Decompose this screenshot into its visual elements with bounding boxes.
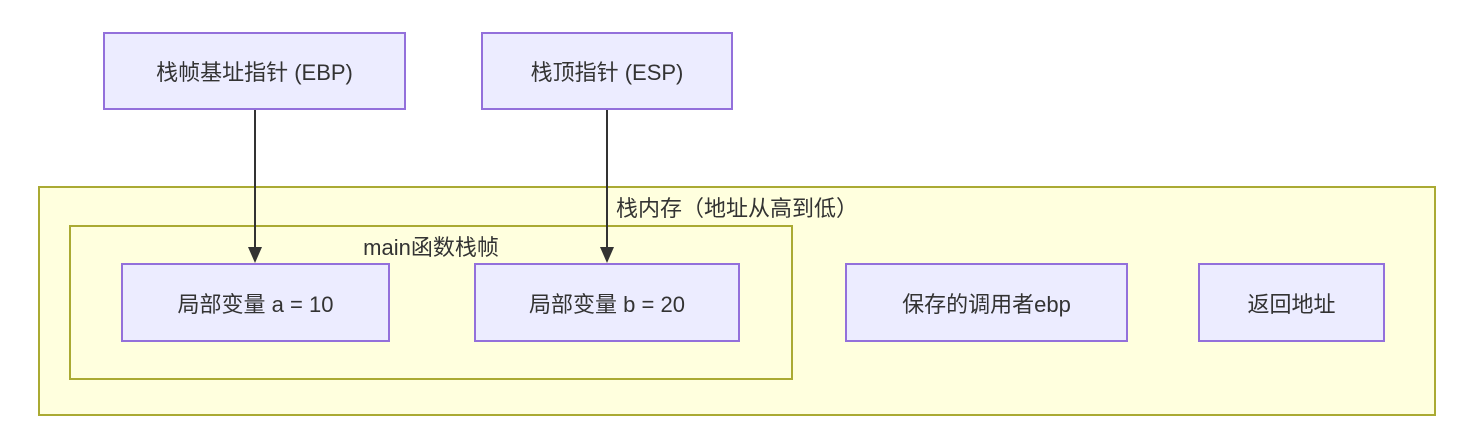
cluster-main-frame-label: main函数栈帧: [363, 235, 499, 260]
node-esp-pointer-label: 栈顶指针 (ESP): [530, 60, 684, 85]
node-esp-pointer: 栈顶指针 (ESP): [481, 32, 733, 110]
node-local-var-b-label: 局部变量 b = 20: [529, 291, 685, 317]
node-saved-caller-ebp: 保存的调用者ebp: [845, 263, 1128, 342]
cluster-stack-memory: 栈内存（地址从高到低） main函数栈帧 局部变量 a = 10 局部变量 b …: [38, 186, 1436, 416]
node-saved-caller-ebp-label: 保存的调用者ebp: [902, 291, 1071, 317]
node-local-var-a-label: 局部变量 a = 10: [177, 291, 334, 317]
node-return-address-label: 返回地址: [1247, 291, 1336, 317]
node-local-var-b: 局部变量 b = 20: [474, 263, 740, 342]
node-ebp-pointer: 栈帧基址指针 (EBP): [103, 32, 406, 110]
node-return-address: 返回地址: [1198, 263, 1385, 342]
node-ebp-pointer-label: 栈帧基址指针 (EBP): [156, 60, 353, 85]
node-local-var-a: 局部变量 a = 10: [121, 263, 390, 342]
cluster-main-frame: main函数栈帧 局部变量 a = 10 局部变量 b = 20: [69, 225, 793, 380]
cluster-stack-memory-label: 栈内存（地址从高到低）: [615, 196, 859, 221]
